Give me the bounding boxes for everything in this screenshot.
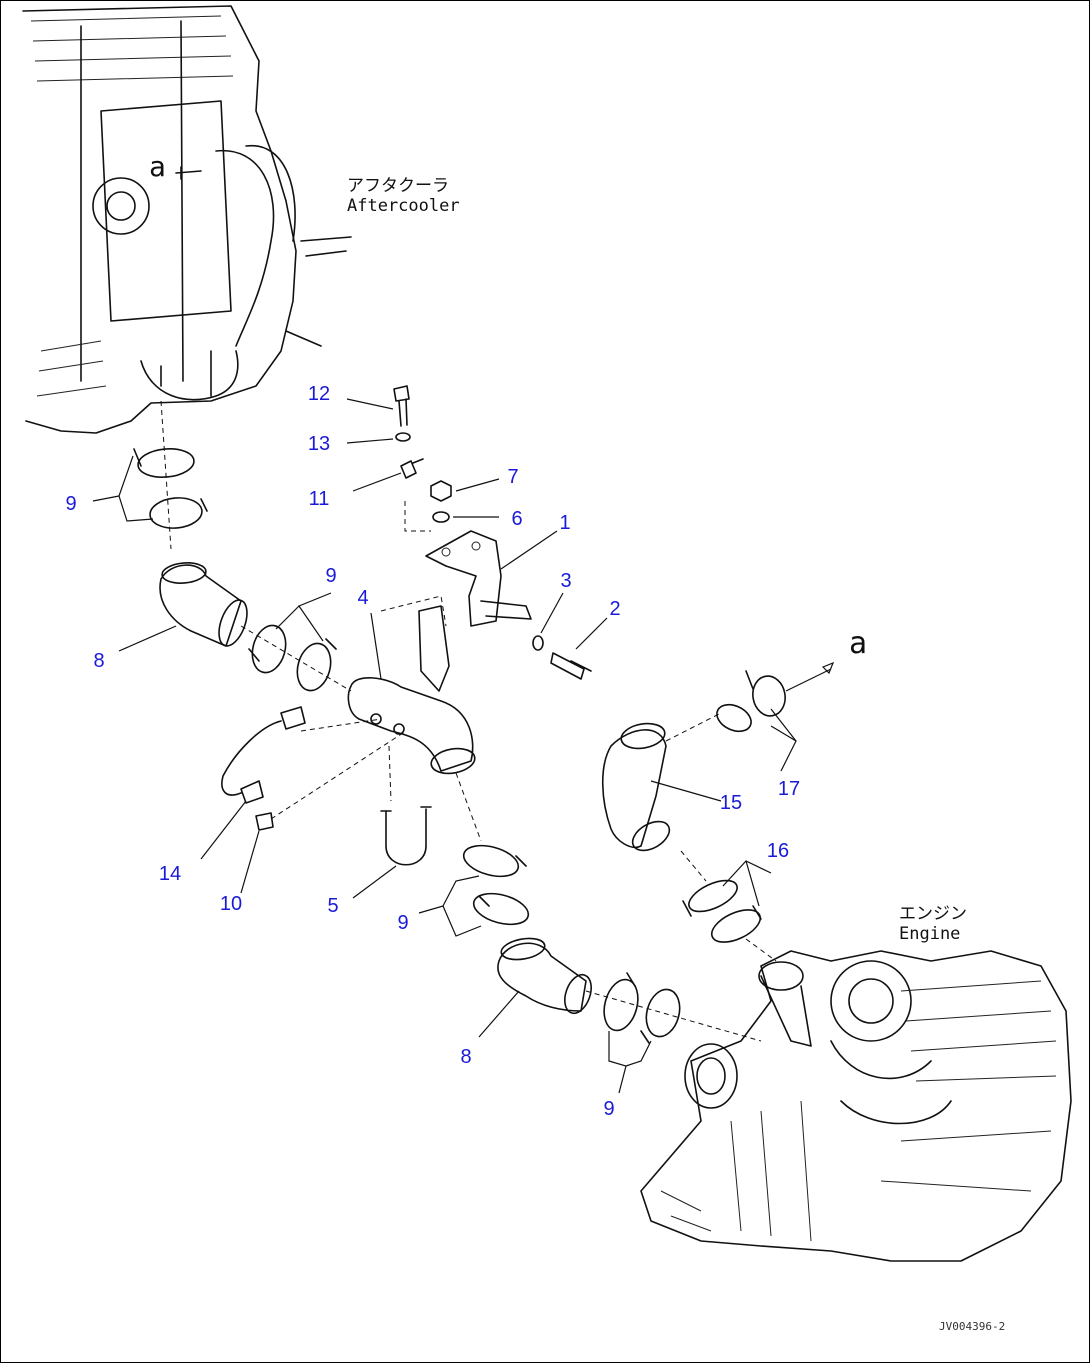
callout-11: 11 <box>308 488 330 510</box>
leader-lines <box>92 398 835 1094</box>
callout-12: 12 <box>307 383 331 405</box>
bolt-2 <box>550 652 592 680</box>
figure-number: JV004396-2 <box>939 1320 1006 1333</box>
aftercooler-label: アフタクーラ Aftercooler <box>347 176 460 216</box>
engine-label: エンジン Engine <box>899 904 967 944</box>
aftercooler-label-en: Aftercooler <box>347 195 460 216</box>
callout-13: 13 <box>307 433 331 455</box>
callout-8-upper: 8 <box>93 650 105 672</box>
washer-6 <box>432 511 450 523</box>
engine-label-jp: エンジン <box>899 904 967 924</box>
support-plate <box>380 595 450 692</box>
sensor-harness-14 <box>221 706 306 804</box>
u-bolt-5 <box>380 806 432 866</box>
callout-6: 6 <box>511 508 523 530</box>
plug-10 <box>255 812 274 831</box>
callout-9-lower-centre: 9 <box>397 912 409 934</box>
clamp-9-lower-centre <box>462 844 530 926</box>
callout-15: 15 <box>719 792 743 814</box>
callout-8-lower: 8 <box>460 1046 472 1068</box>
elbow-hose-15 <box>601 722 671 852</box>
callout-17: 17 <box>777 778 801 800</box>
clamp-9-mid <box>248 624 337 692</box>
callout-10: 10 <box>219 893 243 915</box>
assembly-centerlines <box>160 400 777 1042</box>
bolt-12 <box>393 385 410 427</box>
reference-a-aftercooler: a <box>149 150 166 183</box>
washer-3 <box>532 635 544 651</box>
aftercooler-label-jp: アフタクーラ <box>347 176 449 196</box>
washer-13 <box>395 432 411 442</box>
clamp-9-lower-right <box>603 972 681 1044</box>
sensor-11 <box>400 458 424 479</box>
elbow-hose-8-lower <box>497 937 592 1015</box>
callout-5: 5 <box>327 895 339 917</box>
engine-label-en: Engine <box>899 923 961 944</box>
callout-2: 2 <box>609 598 621 620</box>
aftercooler-illustration <box>22 5 352 434</box>
callout-4: 4 <box>357 587 369 609</box>
clamp-16 <box>682 879 762 943</box>
callout-9-upper-left: 9 <box>65 493 77 515</box>
callout-14: 14 <box>158 863 182 885</box>
callout-16: 16 <box>766 840 790 862</box>
callout-3: 3 <box>560 570 572 592</box>
callout-7: 7 <box>507 466 519 488</box>
nut-7 <box>430 480 452 502</box>
clamp-9-upper-left <box>133 448 208 529</box>
callout-9-lower-right: 9 <box>603 1098 615 1120</box>
callout-1: 1 <box>559 512 571 534</box>
engine-illustration <box>640 950 1072 1262</box>
bracket-1 <box>425 530 532 627</box>
reference-a-engine: a <box>849 626 868 661</box>
elbow-hose-8-upper <box>159 562 248 647</box>
callout-9-mid: 9 <box>325 565 337 587</box>
clamp-17 <box>716 670 786 733</box>
pipe-4 <box>347 677 476 775</box>
